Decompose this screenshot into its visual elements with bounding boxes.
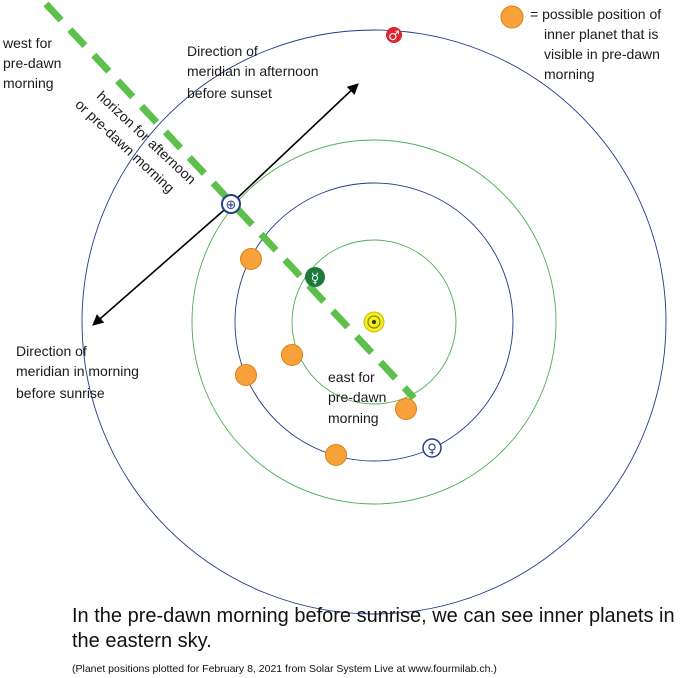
svg-text:♀: ♀	[427, 442, 437, 457]
possible-position-marker	[240, 248, 262, 270]
mars-icon: ♂	[386, 27, 402, 44]
svg-text:Direction of: Direction of	[187, 43, 258, 59]
legend-marker-icon	[500, 5, 524, 29]
svg-text:= possible position of: = possible position of	[530, 6, 661, 22]
possible-position-marker	[235, 364, 257, 386]
legend-text: = possible position of inner planet that…	[530, 6, 661, 82]
sun-icon	[363, 311, 385, 333]
venus-icon: ♀	[422, 438, 442, 458]
credit-note: (Planet positions plotted for February 8…	[72, 663, 497, 675]
svg-text:inner planet that is: inner planet that is	[544, 26, 658, 42]
venus-orbit	[234, 182, 514, 462]
west-label: west for pre-dawn morning	[2, 35, 61, 91]
svg-text:morning: morning	[3, 75, 54, 91]
mercury-orbit	[291, 239, 457, 405]
earth-orbit	[191, 139, 557, 505]
svg-text:morning: morning	[328, 410, 379, 426]
svg-text:Direction of: Direction of	[16, 343, 87, 359]
mercury-icon: ☿	[305, 267, 325, 287]
svg-text:east for: east for	[328, 369, 375, 385]
svg-text:meridian in afternoon: meridian in afternoon	[187, 63, 319, 79]
svg-text:⊕: ⊕	[226, 198, 237, 213]
possible-position-marker	[281, 344, 303, 366]
svg-text:pre-dawn: pre-dawn	[328, 389, 386, 405]
svg-text:morning: morning	[544, 66, 595, 82]
svg-text:visible in pre-dawn: visible in pre-dawn	[544, 46, 660, 62]
svg-text:pre-dawn: pre-dawn	[3, 55, 61, 71]
svg-text:meridian in morning: meridian in morning	[16, 363, 139, 379]
svg-text:before sunrise: before sunrise	[16, 385, 105, 401]
east-label: east for pre-dawn morning	[328, 369, 386, 426]
mars-orbit	[81, 29, 667, 615]
svg-text:☿: ☿	[311, 271, 320, 287]
caption: In the pre-dawn morning before sunrise, …	[72, 605, 675, 652]
afternoon-meridian-label: Direction of meridian in afternoon befor…	[187, 43, 319, 101]
possible-position-marker	[325, 444, 347, 466]
meridian-afternoon-arrow	[230, 83, 359, 205]
svg-text:before sunset: before sunset	[187, 85, 272, 101]
horizon-line	[43, 1, 417, 401]
meridian-morning-arrow	[92, 203, 232, 326]
earth-icon: ⊕	[221, 194, 241, 214]
svg-text:♂: ♂	[388, 29, 400, 44]
svg-text:west for: west for	[2, 35, 52, 51]
horizon-label: horizon for afternoon or pre-dawn mornin…	[72, 87, 199, 195]
possible-position-marker	[395, 398, 417, 420]
morning-meridian-label: Direction of meridian in morning before …	[16, 343, 139, 401]
